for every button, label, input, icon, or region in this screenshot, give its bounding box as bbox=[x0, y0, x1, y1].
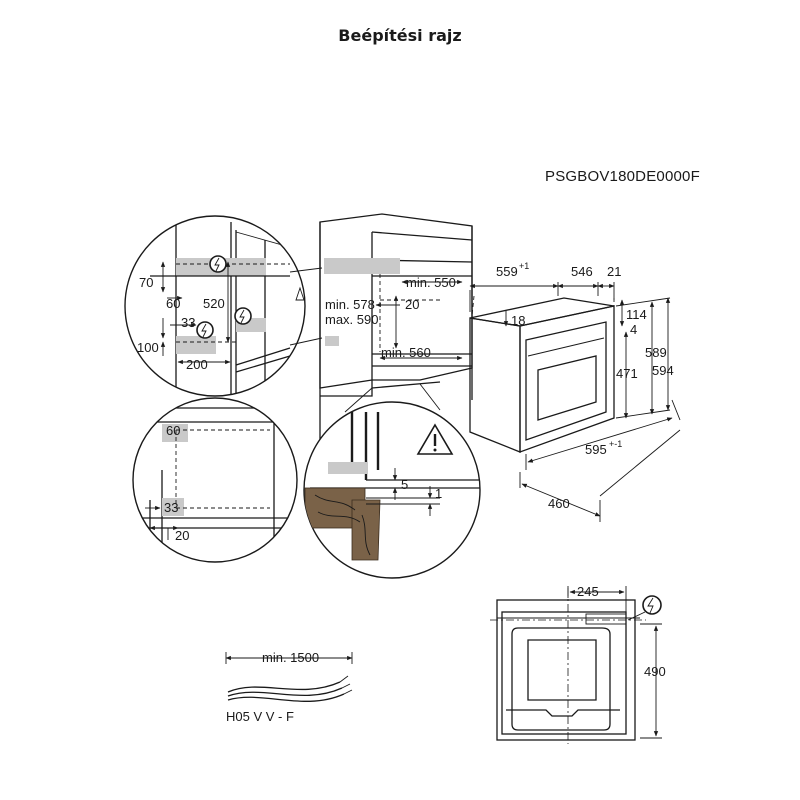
cabinet-drawing: min. 550 min. 578 max. 590 20 min. 560 bbox=[319, 213, 473, 470]
dim-471: 471 bbox=[616, 366, 638, 381]
detail-circle-bottom-left: 60 33 20 bbox=[132, 397, 298, 563]
dim-559-tolerance: +1 bbox=[519, 261, 529, 271]
dim-min-550: min. 550 bbox=[406, 275, 456, 290]
dim-min-578: min. 578 bbox=[325, 297, 375, 312]
dim-114: 114 bbox=[626, 307, 647, 322]
electric-hazard-icon bbox=[234, 307, 252, 325]
dim-5: 5 bbox=[401, 477, 408, 492]
dim-595: 595 bbox=[585, 442, 607, 457]
cable-drawing: min. 1500 H05 V V - F bbox=[225, 650, 353, 724]
dim-33: 33 bbox=[181, 315, 195, 330]
dim-559: 559 bbox=[496, 264, 518, 279]
detail-circle-floor: 5 1 bbox=[303, 401, 481, 579]
electric-hazard-icon bbox=[209, 255, 227, 273]
dim-21: 21 bbox=[607, 264, 621, 279]
oven-drawing: 559 +1 546 21 114 4 18 471 589 594 595 +… bbox=[469, 261, 681, 522]
dim-100: 100 bbox=[137, 340, 159, 355]
dim-60: 60 bbox=[166, 296, 180, 311]
cable-length: min. 1500 bbox=[262, 650, 319, 665]
electric-hazard-icon bbox=[196, 321, 214, 339]
dim-70: 70 bbox=[139, 275, 153, 290]
dim-60: 60 bbox=[166, 423, 180, 438]
electric-hazard-icon bbox=[627, 595, 662, 621]
dim-20: 20 bbox=[175, 528, 189, 543]
dim-33: 33 bbox=[164, 500, 178, 515]
page-title: Beépítési rajz bbox=[338, 26, 462, 45]
dim-18: 18 bbox=[511, 313, 525, 328]
product-code: PSGBOV180DE0000F bbox=[545, 168, 700, 185]
dim-460: 460 bbox=[548, 496, 570, 511]
rear-view-drawing: 245 490 bbox=[490, 584, 666, 744]
dim-1: 1 bbox=[435, 486, 442, 501]
dim-546: 546 bbox=[571, 264, 593, 279]
cable-type: H05 V V - F bbox=[226, 709, 294, 724]
dim-594: 594 bbox=[652, 363, 674, 378]
dim-200: 200 bbox=[186, 357, 208, 372]
dim-520: 520 bbox=[203, 296, 225, 311]
dim-max-590: max. 590 bbox=[325, 312, 378, 327]
dim-245: 245 bbox=[577, 584, 599, 599]
dim-20: 20 bbox=[405, 297, 419, 312]
dim-min-560: min. 560 bbox=[381, 345, 431, 360]
dim-4: 4 bbox=[630, 322, 637, 337]
detail-circle-top-left: 70 60 520 33 100 200 bbox=[124, 215, 306, 397]
warning-triangle-icon bbox=[416, 423, 454, 455]
dim-589: 589 bbox=[645, 345, 667, 360]
dim-595-tolerance: +-1 bbox=[609, 439, 622, 449]
dim-490: 490 bbox=[644, 664, 666, 679]
